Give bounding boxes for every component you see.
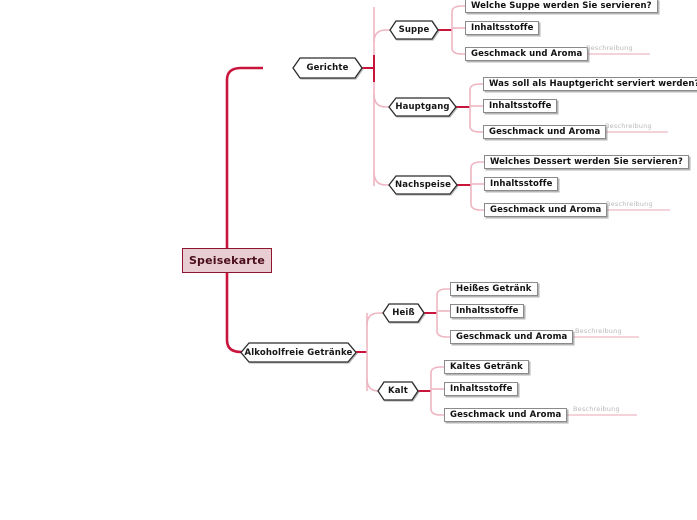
leaf-heiss-3: [436, 330, 451, 338]
leaf-node[interactable]: Geschmack und Aroma: [483, 125, 607, 139]
leaf-node[interactable]: Geschmack und Aroma: [444, 408, 568, 422]
leaf-node-label: Heißes Getränk: [456, 284, 532, 294]
leaf-haupt-3: [469, 125, 484, 133]
description-label: Beschreibung: [606, 200, 653, 208]
description-label: Beschreibung: [573, 405, 620, 413]
branch-node-suppe-label: Suppe: [398, 25, 430, 35]
branch-node-suppe[interactable]: Suppe: [389, 20, 439, 40]
leaf-node-label: Kaltes Getränk: [450, 362, 523, 372]
leaf-node-label: Inhaltsstoffe: [489, 101, 552, 111]
leaf-node[interactable]: Geschmack und Aroma: [450, 330, 574, 344]
branch-node-nachspeise-label: Nachspeise: [394, 180, 452, 190]
branch-node-alkoholfreie-getraenke[interactable]: Alkoholfreie Getränke: [240, 342, 357, 363]
leaf-node-label: Was soll als Hauptgericht serviert werde…: [489, 79, 697, 89]
leaf-node-label: Welche Suppe werden Sie servieren?: [471, 1, 652, 11]
leaf-kalt-3: [430, 408, 445, 416]
description-label: Beschreibung: [605, 122, 652, 130]
leaf-node-label: Welches Dessert werden Sie servieren?: [490, 157, 683, 167]
leaf-node-label: Geschmack und Aroma: [490, 205, 602, 215]
branch-node-kalt-label: Kalt: [388, 386, 408, 396]
leaf-heiss-1: [436, 288, 451, 296]
leaf-node[interactable]: Inhaltsstoffe: [465, 21, 540, 35]
branch-node-heiss-label: Heiß: [392, 308, 415, 318]
branch-node-gerichte-label: Gerichte: [306, 63, 349, 73]
branch-node-hauptgang-label: Hauptgang: [395, 102, 450, 112]
leaf-node[interactable]: Kaltes Getränk: [444, 360, 529, 374]
branch-node-nachspeise[interactable]: Nachspeise: [388, 175, 458, 195]
leaf-node-label: Inhaltsstoffe: [471, 23, 534, 33]
link-heiss: [366, 312, 383, 326]
leaf-node[interactable]: Inhaltsstoffe: [484, 177, 559, 191]
leaf-node[interactable]: Geschmack und Aroma: [465, 47, 589, 61]
branch-node-gerichte[interactable]: Gerichte: [292, 57, 363, 79]
description-label: Beschreibung: [575, 327, 622, 335]
leaf-node[interactable]: Welches Dessert werden Sie servieren?: [484, 155, 689, 169]
branch-node-kalt[interactable]: Kalt: [377, 381, 419, 401]
leaf-kalt-1: [430, 366, 445, 374]
leaf-node-label: Geschmack und Aroma: [456, 332, 568, 342]
leaf-nach-3: [470, 203, 485, 211]
leaf-node-label: Geschmack und Aroma: [471, 49, 583, 59]
root-node-speisekarte[interactable]: Speisekarte: [182, 248, 272, 273]
leaf-node[interactable]: Geschmack und Aroma: [484, 203, 608, 217]
leaf-node[interactable]: Heißes Getränk: [450, 282, 538, 296]
leaf-node[interactable]: Inhaltsstoffe: [444, 382, 519, 396]
leaf-node[interactable]: Was soll als Hauptgericht serviert werde…: [483, 77, 697, 91]
leaf-node-label: Inhaltsstoffe: [456, 306, 519, 316]
branch-node-hauptgang[interactable]: Hauptgang: [388, 97, 457, 117]
leaf-nach-1: [470, 161, 485, 169]
root-node-label: Speisekarte: [188, 254, 266, 267]
leaf-suppe-1: [451, 5, 466, 13]
leaf-node-label: Geschmack und Aroma: [489, 127, 601, 137]
leaf-haupt-1: [469, 83, 484, 91]
leaf-node[interactable]: Welche Suppe werden Sie servieren?: [465, 0, 658, 13]
leaf-node[interactable]: Inhaltsstoffe: [450, 304, 525, 318]
leaf-node-label: Geschmack und Aroma: [450, 410, 562, 420]
branch-node-alkoholfreie-getraenke-label: Alkoholfreie Getränke: [244, 347, 353, 358]
link-suppe: [373, 29, 390, 43]
leaf-node[interactable]: Inhaltsstoffe: [483, 99, 558, 113]
leaf-node-label: Inhaltsstoffe: [490, 179, 553, 189]
branch-node-heiss[interactable]: Heiß: [382, 303, 425, 323]
leaf-node-label: Inhaltsstoffe: [450, 384, 513, 394]
leaf-suppe-3: [451, 47, 466, 55]
description-label: Beschreibung: [586, 44, 633, 52]
trunk-upper: [225, 66, 263, 248]
trunk-lower: [225, 272, 247, 354]
